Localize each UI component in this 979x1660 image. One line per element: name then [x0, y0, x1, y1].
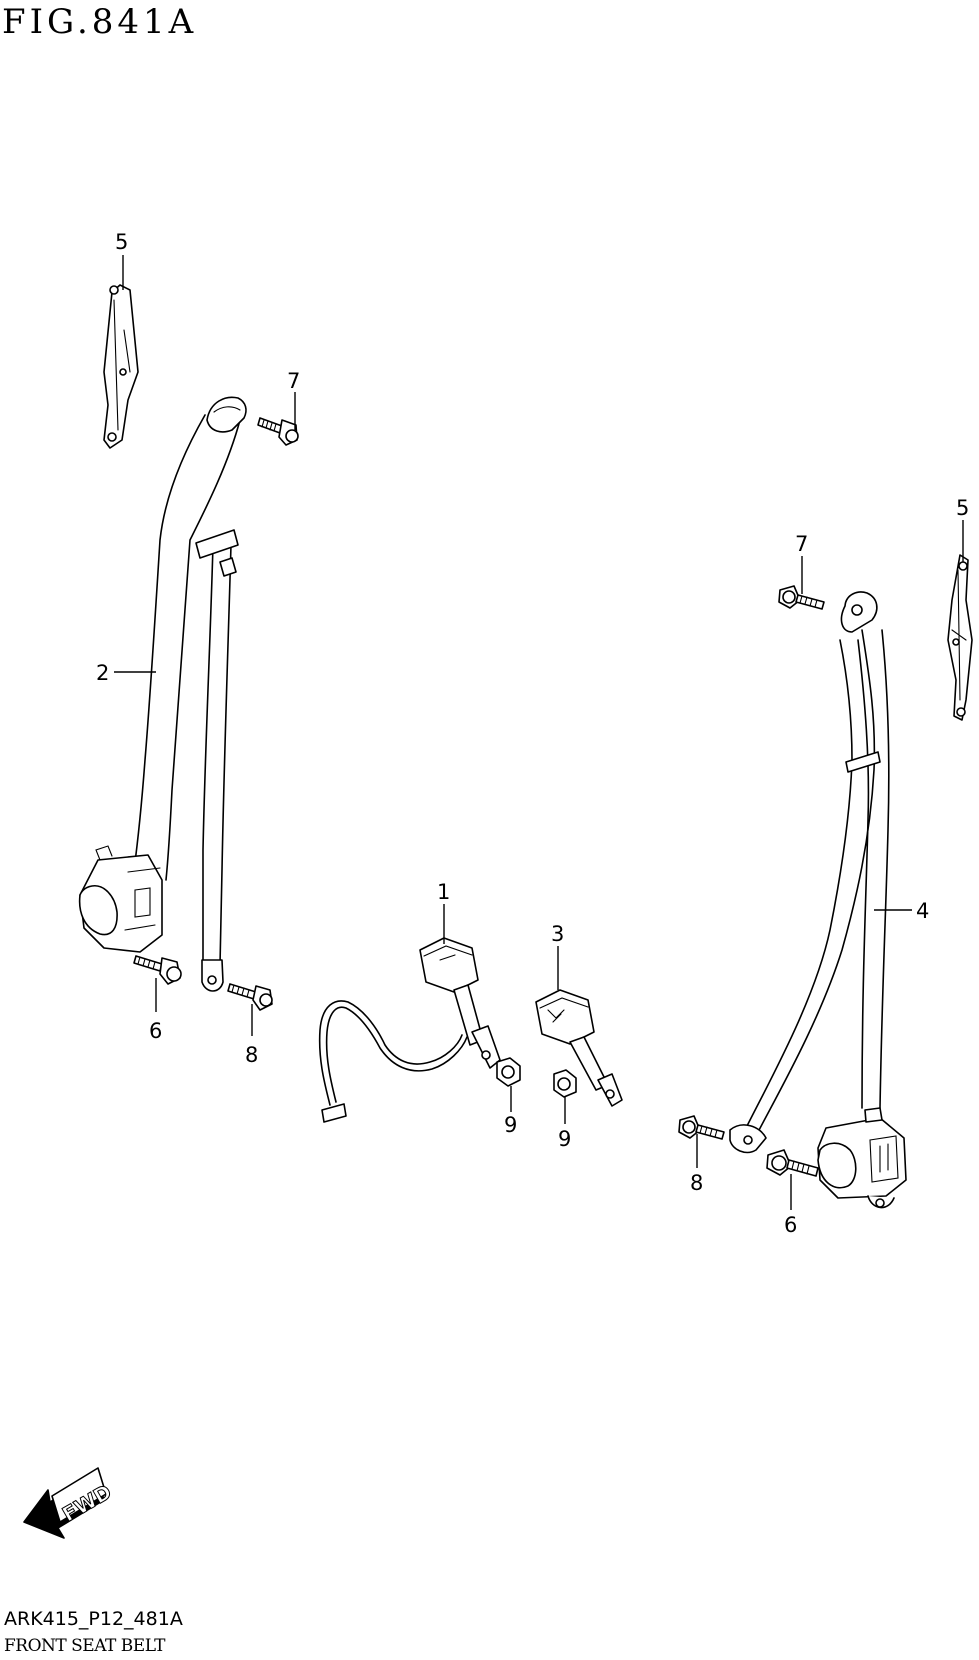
callout-6-right: 6: [784, 1213, 797, 1237]
figure-code: ARK415_P12_481A: [4, 1608, 183, 1630]
right-shoulder-bolt: [778, 585, 825, 610]
buckle-passenger: [535, 989, 623, 1107]
left-belt-guide-bracket: [103, 284, 139, 449]
callout-6-left: 6: [149, 1019, 162, 1043]
callout-7-left: 7: [287, 369, 300, 393]
fwd-direction-marker: FWD: [23, 1467, 116, 1539]
left-shoulder-bolt: [257, 417, 299, 446]
right-retractor-bolt: [766, 1149, 819, 1177]
callout-9-a: 9: [504, 1113, 517, 1137]
buckle-nut-b: [553, 1069, 577, 1098]
callout-2: 2: [96, 661, 109, 685]
callout-5-right: 5: [956, 496, 969, 520]
right-seat-belt-assembly: [729, 591, 907, 1209]
callout-4: 4: [916, 899, 929, 923]
buckle-with-sensor-harness: [318, 937, 501, 1123]
left-retractor-bolt: [133, 955, 182, 985]
callout-8-right: 8: [690, 1171, 703, 1195]
figure-title: FIG.841A: [2, 2, 198, 42]
left-seat-belt-assembly: [78, 396, 247, 992]
callout-9-b: 9: [558, 1127, 571, 1151]
callout-8-left: 8: [245, 1043, 258, 1067]
callout-7-right: 7: [795, 532, 808, 556]
callout-3: 3: [551, 922, 564, 946]
left-anchor-bolt: [227, 983, 273, 1011]
buckle-nut-a: [496, 1057, 521, 1087]
right-anchor-bolt: [678, 1115, 725, 1140]
callout-5-left: 5: [115, 230, 128, 254]
right-belt-guide-bracket: [947, 554, 973, 721]
figure-name: FRONT SEAT BELT: [4, 1636, 165, 1656]
callout-1: 1: [437, 880, 450, 904]
leader-lines: [114, 255, 964, 1210]
